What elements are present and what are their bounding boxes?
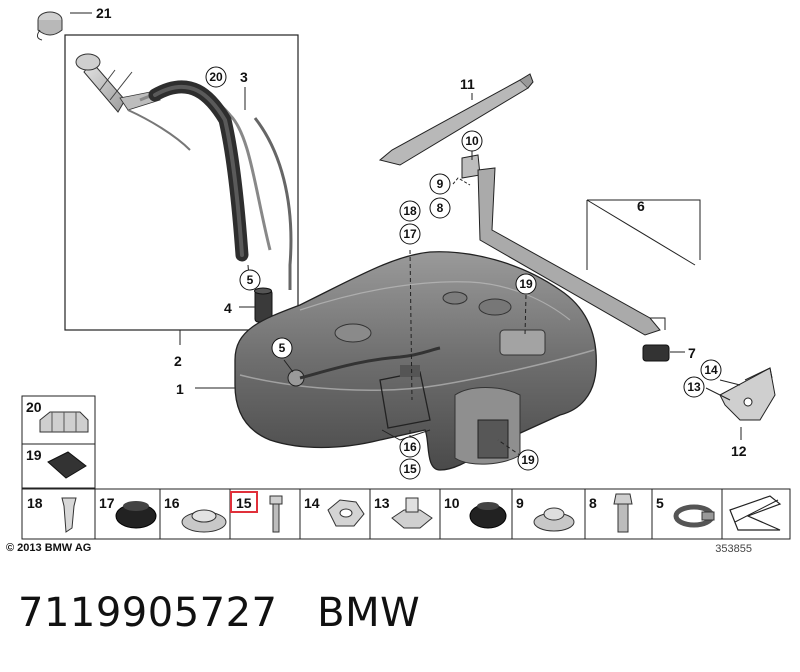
svg-text:5: 5 bbox=[279, 341, 286, 355]
callout-5-lower: 5 bbox=[271, 337, 293, 359]
callout-9: 9 bbox=[429, 173, 451, 195]
svg-text:19: 19 bbox=[521, 453, 535, 467]
callout-20: 20 bbox=[205, 66, 227, 88]
callout-8: 8 bbox=[429, 197, 451, 219]
callout-13: 13 bbox=[683, 376, 705, 398]
arrow-icon[interactable] bbox=[729, 495, 782, 531]
callout-19-upper: 19 bbox=[515, 273, 537, 295]
bracket-illustration bbox=[719, 367, 776, 421]
callout-17: 17 bbox=[399, 223, 421, 245]
strip-cell-8[interactable]: 8 bbox=[589, 493, 633, 533]
strip-cell-15-highlighted[interactable]: 15 bbox=[230, 491, 283, 533]
strap-clip bbox=[642, 344, 670, 362]
svg-text:16: 16 bbox=[164, 495, 180, 511]
strip-cell-5[interactable]: 5 bbox=[656, 495, 715, 528]
svg-text:19: 19 bbox=[519, 277, 533, 291]
side-box-20[interactable]: 20 bbox=[21, 395, 96, 445]
callout-3: 3 bbox=[240, 69, 248, 85]
tank-strap-lower bbox=[477, 167, 666, 336]
callout-2: 2 bbox=[174, 353, 182, 369]
svg-text:14: 14 bbox=[704, 363, 718, 377]
callout-15: 15 bbox=[399, 458, 421, 480]
fuel-cap-icon bbox=[36, 11, 63, 41]
svg-text:15: 15 bbox=[403, 462, 417, 476]
strip-cell-18[interactable]: 18 bbox=[27, 495, 77, 533]
svg-text:15: 15 bbox=[236, 495, 252, 511]
svg-text:5: 5 bbox=[656, 495, 664, 511]
callout-14: 14 bbox=[700, 359, 722, 381]
callout-19-lower: 19 bbox=[517, 449, 539, 471]
strip-cell-10[interactable]: 10 bbox=[444, 495, 507, 529]
hose-piece bbox=[254, 287, 273, 323]
svg-text:8: 8 bbox=[589, 495, 597, 511]
callout-11: 11 bbox=[460, 76, 475, 92]
strip-cell-16[interactable]: 16 bbox=[164, 495, 227, 533]
svg-text:13: 13 bbox=[687, 380, 701, 394]
svg-text:14: 14 bbox=[304, 495, 320, 511]
copyright-notice: © 2013 BMW AG bbox=[6, 542, 92, 554]
callout-1: 1 bbox=[176, 381, 184, 397]
svg-text:16: 16 bbox=[403, 440, 417, 454]
svg-text:17: 17 bbox=[403, 227, 417, 241]
callout-5-upper: 5 bbox=[239, 269, 261, 291]
callout-10: 10 bbox=[461, 130, 483, 152]
svg-text:18: 18 bbox=[27, 495, 43, 511]
svg-text:10: 10 bbox=[444, 495, 460, 511]
callout-18: 18 bbox=[399, 200, 421, 222]
strip-cell-17[interactable]: 17 bbox=[99, 495, 157, 529]
svg-text:17: 17 bbox=[99, 495, 115, 511]
illustration-number: 353855 bbox=[715, 543, 752, 555]
svg-text:20: 20 bbox=[26, 399, 42, 415]
part-caption: 7119905727 BMW bbox=[18, 590, 420, 636]
svg-text:19: 19 bbox=[26, 447, 42, 463]
svg-text:10: 10 bbox=[465, 134, 479, 148]
parts-diagram: 21 3 4 2 1 11 6 7 12 20 5 5 10 9 8 18 17… bbox=[21, 5, 791, 540]
callout-4: 4 bbox=[224, 300, 232, 316]
callout-6: 6 bbox=[637, 198, 645, 214]
svg-text:5: 5 bbox=[247, 273, 254, 287]
part-number: 7119905727 bbox=[18, 590, 278, 636]
callout-12: 12 bbox=[731, 443, 747, 459]
filler-neck-frame bbox=[64, 34, 299, 331]
strip-cell-13[interactable]: 13 bbox=[374, 495, 433, 529]
callout-7: 7 bbox=[688, 345, 696, 361]
strip-cell-9[interactable]: 9 bbox=[516, 495, 575, 532]
strip-cell-14[interactable]: 14 bbox=[304, 495, 365, 527]
svg-text:9: 9 bbox=[516, 495, 524, 511]
svg-text:20: 20 bbox=[209, 70, 223, 84]
fuel-tank-illustration bbox=[234, 251, 597, 471]
svg-text:13: 13 bbox=[374, 495, 390, 511]
callout-16: 16 bbox=[399, 436, 421, 458]
tank-strap-upper bbox=[378, 73, 534, 179]
side-box-19[interactable]: 19 bbox=[21, 443, 96, 489]
svg-text:18: 18 bbox=[403, 204, 417, 218]
filler-neck-illustration bbox=[75, 53, 293, 290]
svg-text:8: 8 bbox=[437, 201, 444, 215]
callout-21: 21 bbox=[96, 5, 112, 21]
brand-name: BMW bbox=[317, 590, 421, 636]
parts-strip-cells bbox=[94, 489, 723, 539]
svg-text:9: 9 bbox=[437, 177, 444, 191]
